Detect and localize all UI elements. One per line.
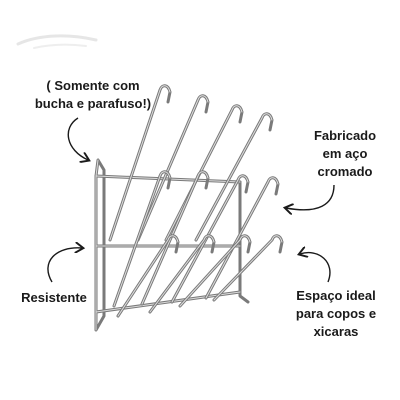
- arrow-to-strength-icon: [47, 248, 82, 283]
- arrow-to-usage-icon: [300, 253, 331, 283]
- swoosh-logo-icon: [16, 34, 98, 49]
- usage-note-line-3: xicaras: [313, 324, 359, 339]
- chrome-rack-icon: [94, 84, 284, 332]
- material-note-line-1: Fabricado: [313, 128, 377, 143]
- material-note: Fabricado em aço cromado: [288, 127, 400, 181]
- usage-note-line-2: para copos e: [295, 306, 377, 321]
- usage-note: Espaço ideal para copos e xicaras: [266, 287, 400, 341]
- strength-note: Resistente: [8, 289, 100, 307]
- mounting-note-line-2: bucha e parafuso!): [34, 96, 152, 111]
- material-note-line-2: em aço: [322, 146, 368, 161]
- arrow-to-material-icon: [286, 184, 335, 210]
- usage-note-line-1: Espaço ideal: [296, 288, 376, 303]
- arrow-to-mounting-icon: [67, 117, 88, 160]
- material-note-line-3: cromado: [317, 164, 373, 179]
- mounting-note: ( Somente com bucha e parafuso!): [14, 77, 172, 113]
- mounting-note-line-1: ( Somente com: [46, 78, 140, 93]
- strength-note-line-1: Resistente: [21, 290, 87, 305]
